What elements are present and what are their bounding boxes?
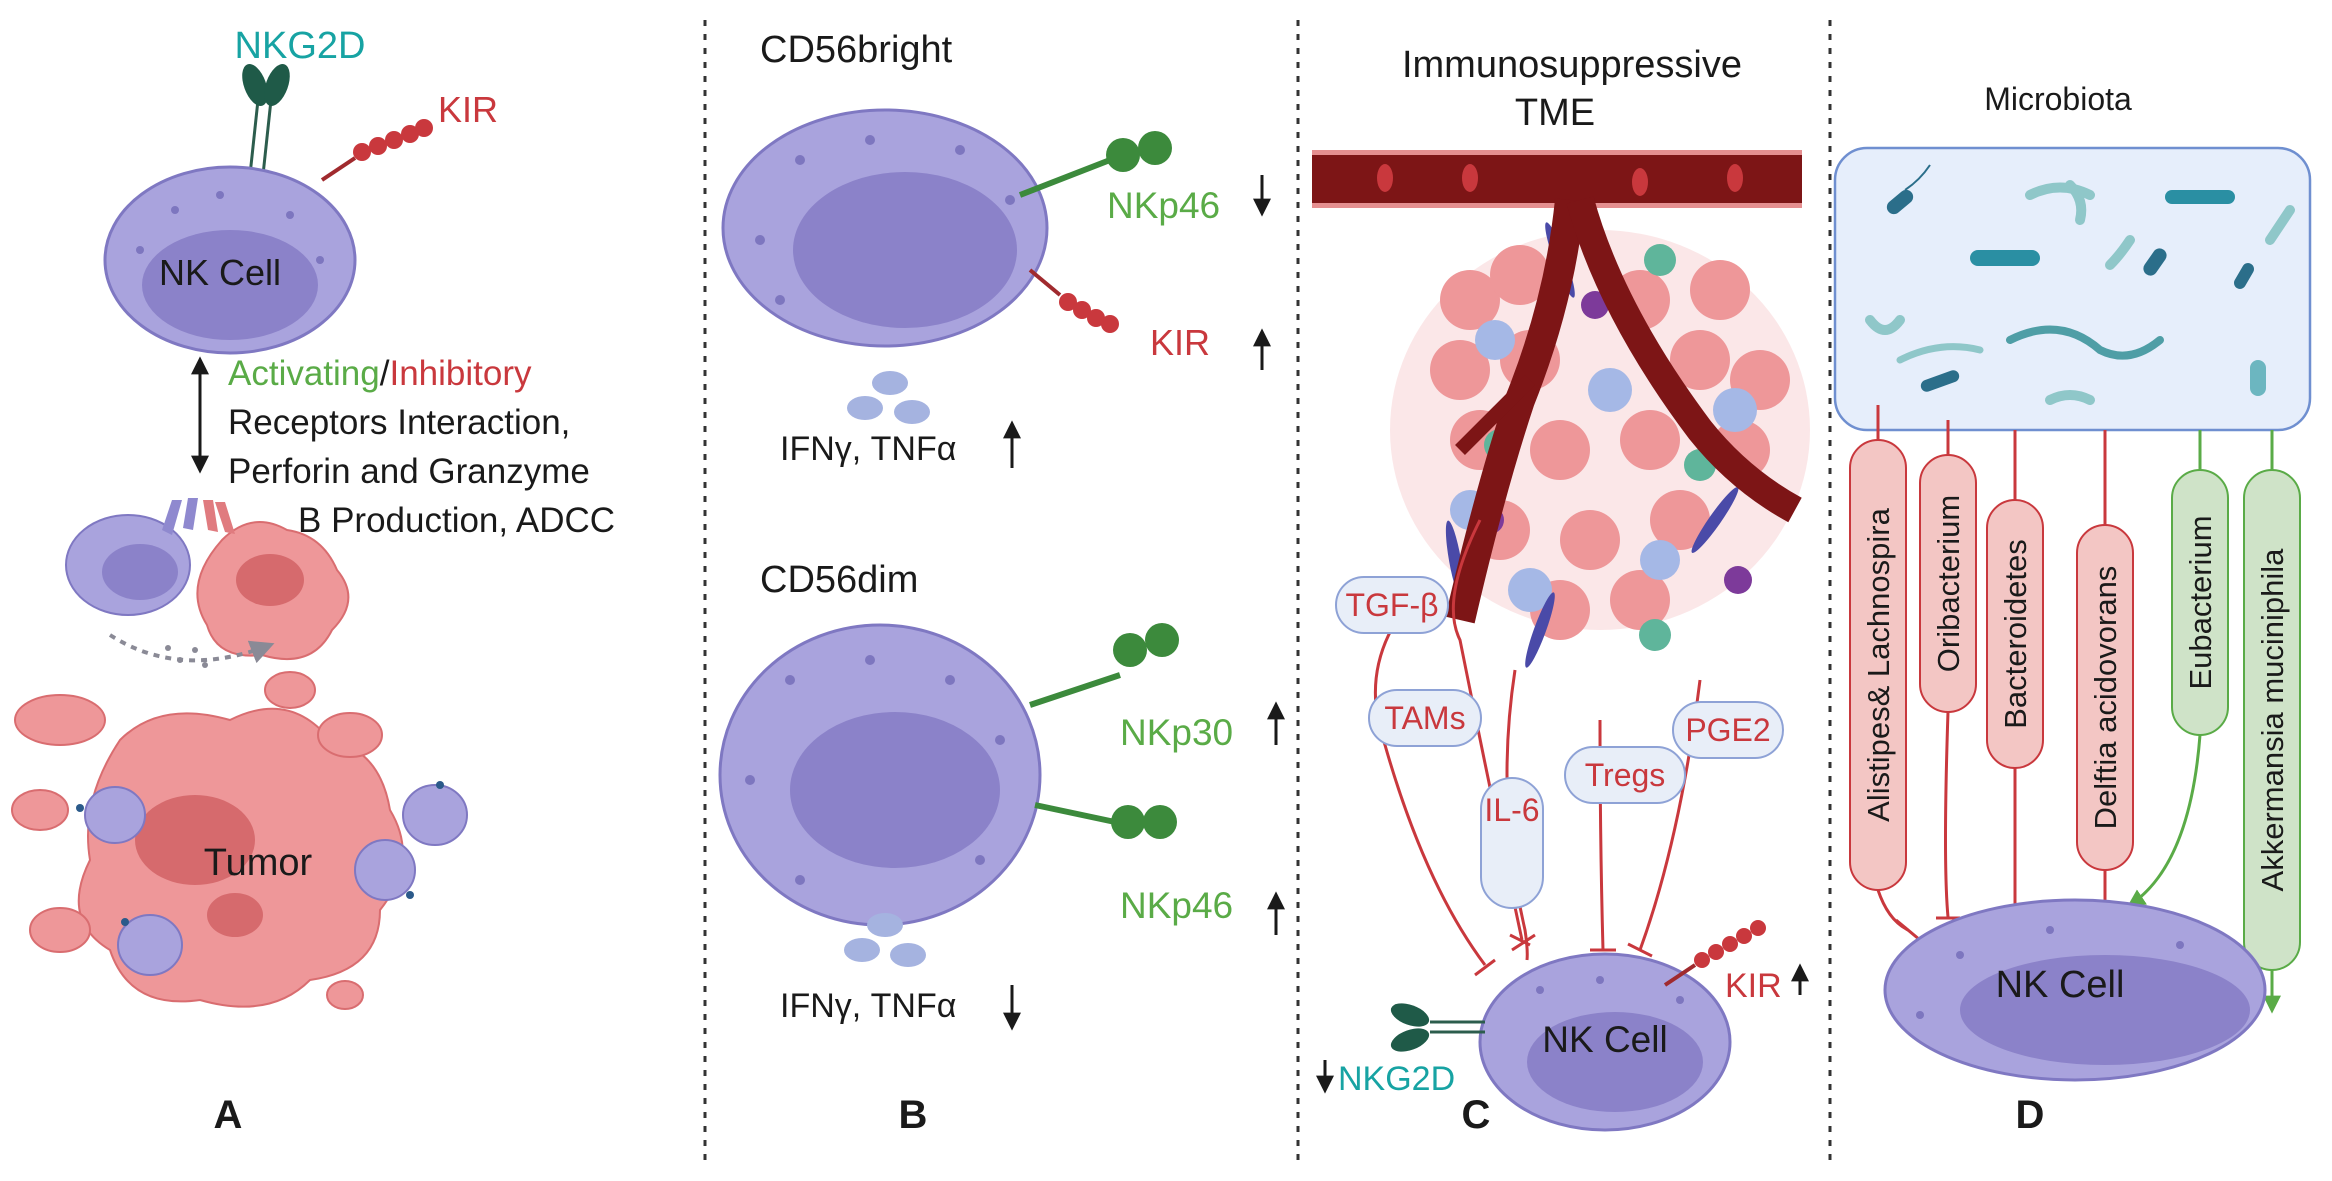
tme-title-line-2: TME bbox=[1515, 92, 1595, 134]
microbiota-nk-cell-label: NK Cell bbox=[1996, 964, 2125, 1006]
inhibitory-label: Inhibitory bbox=[389, 354, 532, 393]
activating-microbe-pill: Eubacterium bbox=[2171, 469, 2229, 736]
inhibitory-microbe-pill: Oribacterium bbox=[1919, 454, 1977, 713]
receptor-type-label: Activating/Inhibitory bbox=[228, 354, 532, 393]
factor-pill: IL-6 bbox=[1480, 777, 1544, 909]
panel-c-letter: C bbox=[1462, 1093, 1491, 1137]
tme-title-line-1: Immunosuppressive bbox=[1402, 44, 1742, 86]
activating-microbe-pill: Akkermansia muciniphila bbox=[2243, 469, 2301, 971]
cd56dim-title: CD56dim bbox=[760, 559, 918, 601]
microbiota-title: Microbiota bbox=[1984, 81, 2132, 117]
factor-label: Tregs bbox=[1585, 757, 1666, 793]
inhibitory-microbe-pill: Bacteroidetes bbox=[1986, 499, 2044, 769]
factor-pill: TGF-β bbox=[1335, 576, 1449, 634]
tme-nk-cell-label: NK Cell bbox=[1542, 1019, 1667, 1060]
slash-label: / bbox=[380, 354, 390, 393]
bright-cytokine-icon bbox=[847, 371, 930, 424]
mechanism-line-1: Receptors Interaction, bbox=[228, 403, 570, 442]
factor-label: PGE2 bbox=[1685, 712, 1770, 748]
nk-cell-icon bbox=[103, 165, 357, 355]
microbe-label: Alistipes& Lachnospira bbox=[1861, 507, 1896, 821]
panel-dividers bbox=[703, 20, 1832, 1165]
microbe-label: Eubacterium bbox=[2183, 515, 2218, 689]
factor-pill: PGE2 bbox=[1672, 701, 1784, 759]
microbe-label: Akkermansia muciniphila bbox=[2255, 548, 2290, 892]
tme-nkg2d-label: NKG2D bbox=[1338, 1060, 1455, 1098]
activating-label: Activating bbox=[228, 354, 380, 393]
dim-nkp46-label: NKp46 bbox=[1120, 885, 1233, 926]
factor-label: TAMs bbox=[1384, 700, 1465, 736]
mechanism-line-3: B Production, ADCC bbox=[298, 501, 615, 540]
nk-cell-label: NK Cell bbox=[159, 252, 281, 293]
cd56dim-cell-icon bbox=[718, 623, 1042, 927]
cd56bright-title: CD56bright bbox=[760, 29, 953, 71]
microbe-label: Bacteroidetes bbox=[1998, 539, 2033, 729]
tme-nk-cell-icon bbox=[1478, 952, 1732, 1132]
blood-vessel-icon bbox=[1312, 150, 1802, 624]
bright-cytokines-label: IFNγ, TNFα bbox=[780, 430, 956, 468]
panel-c: Immunosuppressive TME bbox=[1312, 44, 1810, 1137]
factor-pill: Tregs bbox=[1564, 746, 1686, 804]
microbe-pills: Alistipes& Lachnospira Oribacterium Bacter… bbox=[1849, 439, 2301, 971]
dim-cytokines-label: IFNγ, TNFα bbox=[780, 987, 956, 1025]
kir-receptor-icon bbox=[320, 119, 433, 182]
dim-nkp30-label: NKp30 bbox=[1120, 712, 1233, 753]
factor-label: TGF-β bbox=[1345, 587, 1438, 623]
factor-label: IL-6 bbox=[1484, 792, 1539, 828]
bright-kir-label: KIR bbox=[1150, 322, 1210, 363]
kir-label: KIR bbox=[438, 89, 498, 130]
factor-pill: TAMs bbox=[1368, 689, 1482, 747]
tme-nkg2d-receptor-icon bbox=[1390, 1003, 1485, 1052]
microbiota-nk-cell-icon bbox=[1883, 898, 2267, 1082]
microbiota-box bbox=[1833, 146, 2312, 432]
inhibitory-microbe-pill: Alistipes& Lachnospira bbox=[1849, 439, 1907, 891]
microbe-label: Oribacterium bbox=[1931, 495, 1966, 672]
dim-nkp46-receptor-icon bbox=[1034, 802, 1177, 839]
dim-cytokine-icon bbox=[844, 913, 926, 967]
cd56bright-cell-icon bbox=[721, 108, 1049, 348]
microbiota-connections bbox=[1876, 405, 2281, 1014]
nkg2d-label: NKG2D bbox=[235, 25, 366, 67]
bacteria-icon bbox=[1865, 164, 2295, 405]
tme-kir-label: KIR bbox=[1725, 967, 1782, 1005]
nkg2d-receptor-icon bbox=[242, 63, 290, 176]
panel-a: NKG2D KIR NK Cell Activating/Inhibitory … bbox=[11, 25, 615, 1137]
panel-a-letter: A bbox=[214, 1093, 243, 1137]
bright-nkp46-receptor-icon bbox=[1018, 131, 1172, 198]
panel-b: CD56bright NKp46 KIR IFNγ, TNFα CD56d bbox=[718, 29, 1285, 1137]
panel-d-letter: D bbox=[2016, 1093, 2045, 1137]
bright-nkp46-label: NKp46 bbox=[1107, 185, 1220, 226]
dim-nkp30-receptor-icon bbox=[1029, 623, 1179, 708]
microbe-label: Delftia acidovorans bbox=[2088, 566, 2123, 830]
panel-d: Microbiota bbox=[1833, 81, 2312, 1137]
bright-kir-receptor-icon bbox=[1028, 268, 1119, 333]
synapse-icon bbox=[65, 498, 350, 668]
inhibitory-microbe-pill: Delftia acidovorans bbox=[2076, 524, 2134, 871]
tme-kir-receptor-icon bbox=[1663, 920, 1766, 987]
tumor-label: Tumor bbox=[204, 842, 313, 884]
panel-b-letter: B bbox=[899, 1093, 928, 1137]
tumor-mass-icon bbox=[11, 671, 468, 1010]
mechanism-line-2: Perforin and Granzyme bbox=[228, 452, 590, 491]
